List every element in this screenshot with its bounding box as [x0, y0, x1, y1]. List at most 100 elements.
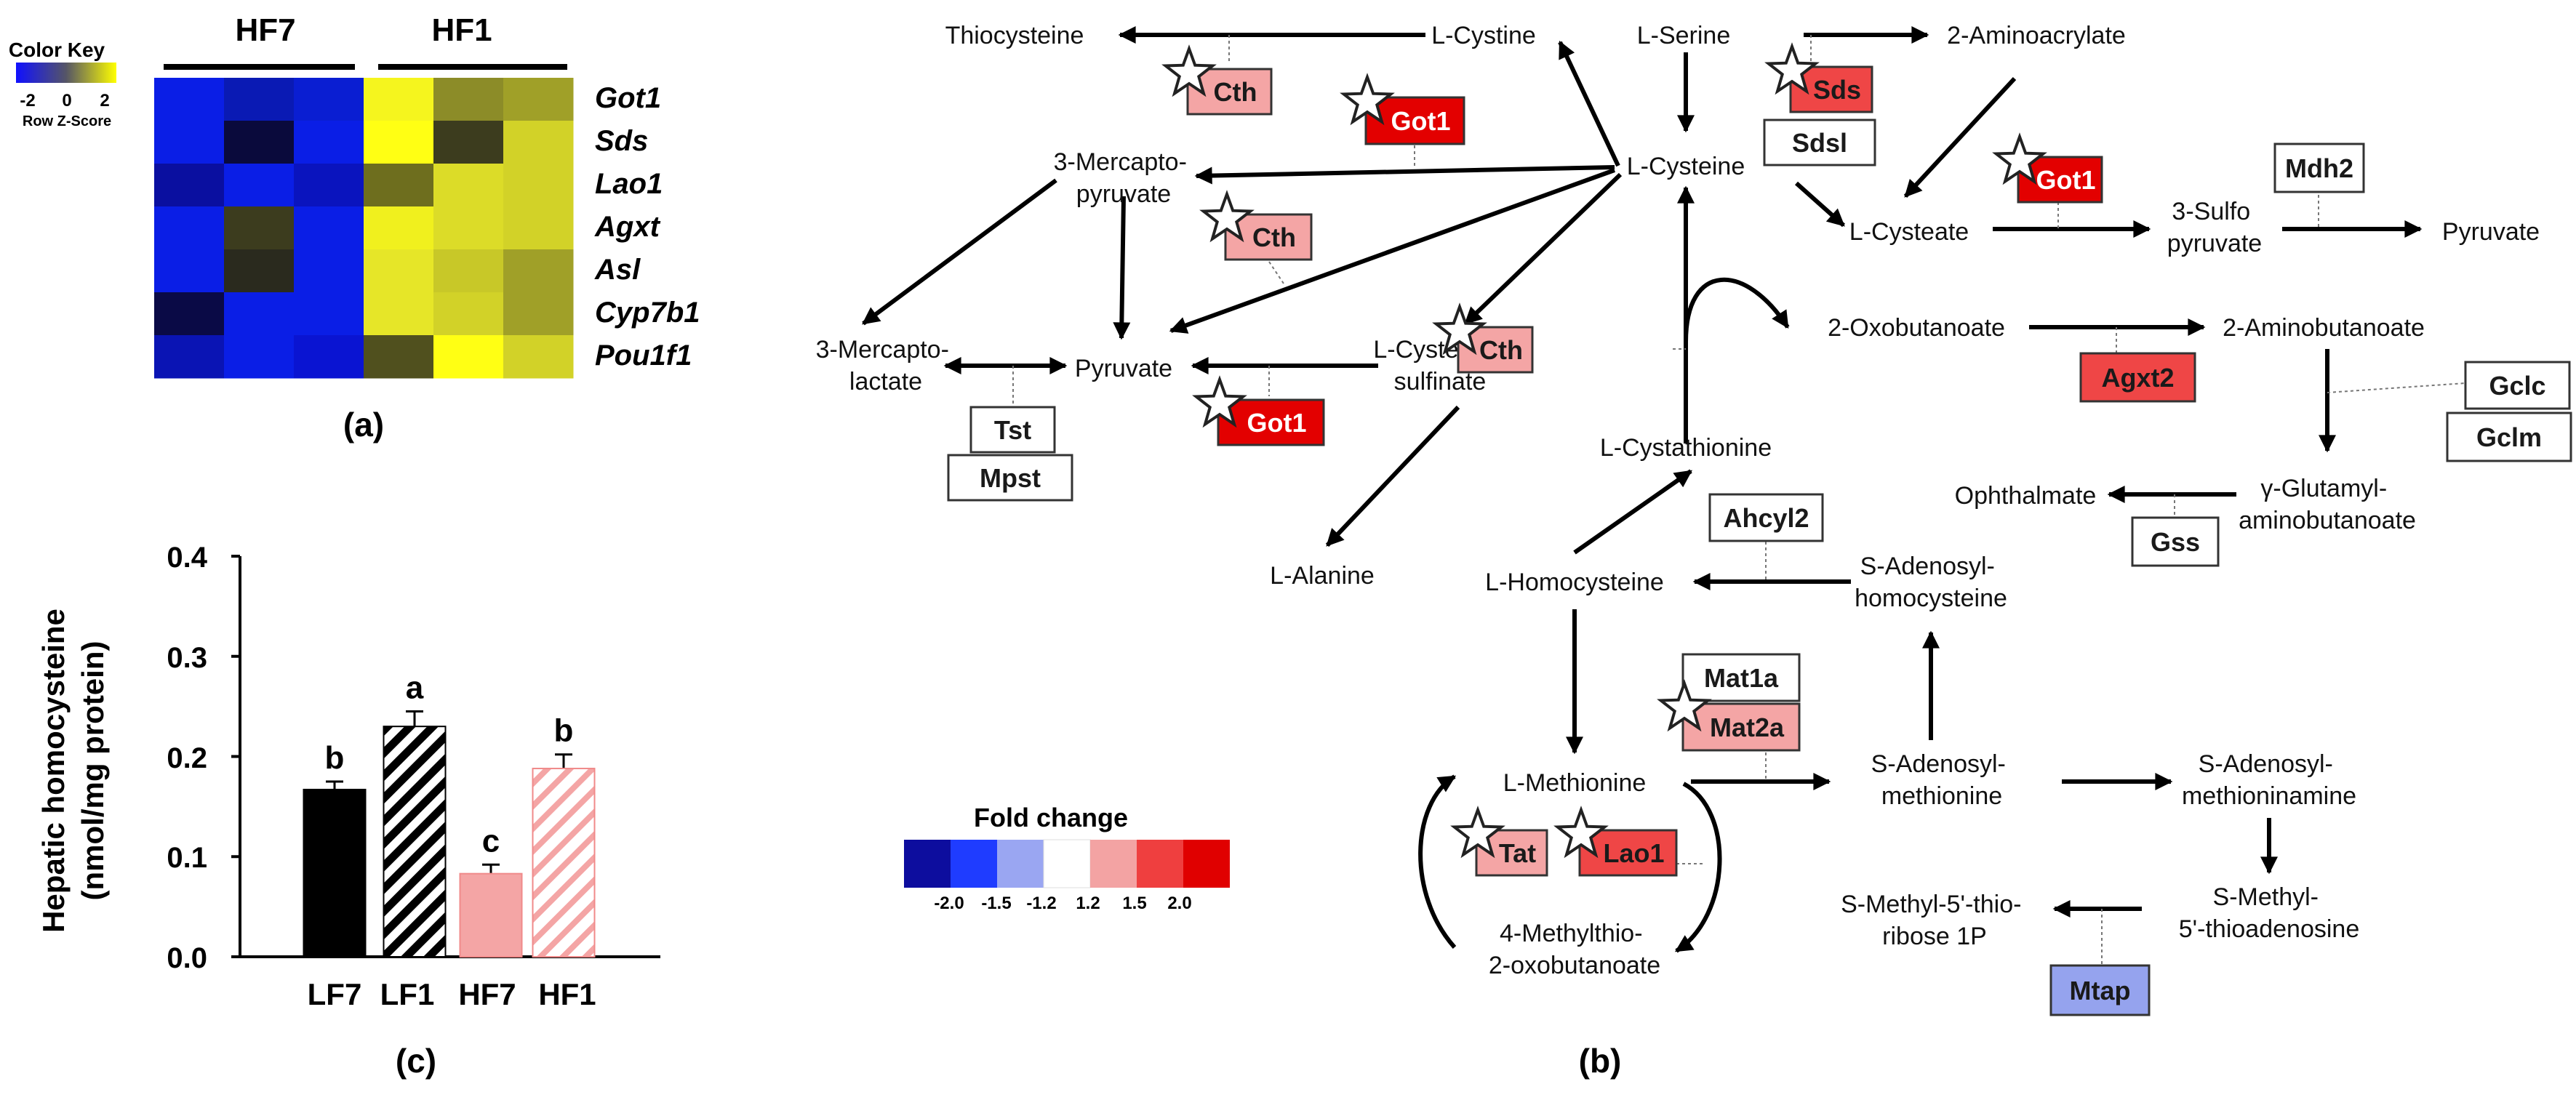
heatmap-cell	[433, 206, 504, 250]
y-axis-title-line2: (nmol/mg protein)	[76, 641, 110, 901]
arrow-cysteine-sulfinate	[1463, 172, 1623, 326]
enzyme-got1-label: Got1	[1391, 106, 1450, 136]
enzyme-got1: Got1	[1340, 73, 1465, 145]
enzyme-mat2a-box	[1681, 702, 1801, 752]
enzyme-sdsl: Sdsl	[1763, 119, 1876, 166]
metabolite-2-aminobutanoate: 2-Aminobutanoate	[2223, 314, 2425, 342]
heatmap-cell	[294, 292, 364, 336]
metabolite-l-cysteine: L-Cysteine	[1627, 153, 1745, 180]
metabolite-methylthio-oxobutanoate: 4-Methylthio- 2-oxobutanoate	[1489, 920, 1660, 979]
arrow-mercaptopyruvate-mercaptolactate	[862, 178, 1057, 326]
star-icon	[1992, 132, 2047, 185]
fold-change-swatch	[904, 840, 951, 888]
enzyme-gclm: Gclm	[2446, 412, 2572, 462]
star-icon	[1764, 42, 1820, 95]
metabolite-glutamyl-aminobutanoate: γ-Glutamyl- aminobutanoate	[2239, 475, 2416, 534]
enzyme-got1-label: Got1	[2036, 165, 2095, 195]
enzyme-mtap-box	[2049, 964, 2151, 1016]
enzyme-mpst-label: Mpst	[980, 463, 1041, 493]
enzyme-cth: Cth	[1161, 44, 1273, 116]
metabolite-pyruvate-left: Pyruvate	[1075, 355, 1172, 382]
fold-change-tick: 1.2	[1076, 894, 1100, 913]
enzyme-sdsl-box	[1763, 119, 1876, 166]
arrow-mercaptopyruvate-pyruvate	[1113, 196, 1131, 340]
panel-label-b: (b)	[1579, 1042, 1622, 1080]
heatmap-cell	[224, 164, 295, 207]
x-tick-label: HF7	[458, 977, 516, 1011]
fold-change-swatches	[904, 839, 1230, 888]
group-label-hf7: HF7	[235, 12, 295, 48]
enzyme-got1: Got1	[1992, 132, 2103, 204]
x-tick-label: HF1	[538, 977, 596, 1011]
heatmap-cell	[364, 78, 434, 121]
heatmap-cell	[364, 335, 434, 379]
arrow-sulfinate-alanine	[1325, 405, 1460, 547]
enzyme-sdsl-label: Sdsl	[1792, 128, 1847, 158]
enzyme-tst-label: Tst	[994, 415, 1031, 445]
enzyme-cth-label: Cth	[1214, 77, 1257, 107]
metabolite-2-aminoacrylate: 2-Aminoacrylate	[1947, 22, 2126, 49]
star-icon	[1657, 679, 1712, 732]
enzyme-gclc-label: Gclc	[2489, 371, 2545, 401]
gene-label: Cyp7b1	[595, 297, 700, 329]
heatmap-cell	[503, 292, 574, 336]
enzyme-mdh2-label: Mdh2	[2285, 153, 2353, 183]
heatmap-cell	[433, 292, 504, 336]
color-key-tick: -2	[20, 91, 35, 111]
star-icon	[1340, 73, 1395, 126]
fold-change-tick: -1.2	[1026, 894, 1056, 913]
heatmap-cell	[503, 164, 574, 207]
enzyme-got1-label: Got1	[1247, 408, 1306, 438]
color-key: Color Key -2 0 2 Row Z-Score	[9, 39, 116, 129]
metabolites: Thiocysteine L-Cystine L-Serine 2-Aminoa…	[816, 22, 2540, 979]
pathway-arrows	[862, 26, 2423, 953]
fold-change-swatch	[1090, 840, 1137, 888]
heatmap-cell	[433, 335, 504, 379]
enzyme-mat1a-label: Mat1a	[1704, 663, 1779, 693]
panel-c: Hepatic homocysteine (nmol/mg protein) 0…	[36, 542, 660, 1080]
heatmap-cell	[364, 164, 434, 207]
metabolite-l-alanine: L-Alanine	[1270, 562, 1375, 590]
heatmap-cell	[224, 121, 295, 164]
enzyme-gclm-label: Gclm	[2476, 422, 2542, 452]
heatmap-cell	[294, 78, 364, 121]
metabolite-l-cysteate: L-Cysteate	[1849, 218, 1969, 246]
arrow-homocysteine-cystathionine	[1573, 469, 1692, 555]
heatmap-cell	[224, 78, 295, 121]
heatmap-cell	[503, 78, 574, 121]
star-icon	[1192, 375, 1247, 428]
enzyme-gclc: Gclc	[2464, 361, 2571, 410]
y-tick-label: 0.1	[167, 842, 207, 874]
gene-label: Lao1	[595, 168, 663, 200]
heatmap-cell	[294, 206, 364, 250]
heatmap-cell	[224, 206, 295, 250]
enzyme-gclm-box	[2446, 412, 2572, 462]
heatmap-cell	[224, 335, 295, 379]
metabolite-l-serine: L-Serine	[1637, 22, 1731, 49]
significance-letter: b	[554, 713, 574, 749]
heatmap-cell	[224, 292, 295, 336]
metabolite-l-homocysteine: L-Homocysteine	[1485, 569, 1664, 596]
heatmap-cell	[294, 249, 364, 293]
gene-label: Asl	[594, 254, 641, 286]
heatmap-cell	[503, 249, 574, 293]
heatmap-cell	[154, 206, 225, 250]
enzyme-ahcyl2-box	[1708, 493, 1824, 542]
gene-label: Agxt	[594, 211, 661, 243]
enzyme-sds-label: Sds	[1813, 75, 1861, 105]
fold-change-legend: Fold change -2.0 -1.5 -1.2 1.2 1.5 2.0	[904, 803, 1230, 913]
significance-letters: b a c b	[325, 670, 574, 859]
enzyme-mdh2-box	[2273, 142, 2365, 193]
enzyme-gss-label: Gss	[2151, 527, 2200, 557]
enzyme-mpst-box	[947, 454, 1073, 502]
enzyme-cth: Cth	[1199, 190, 1313, 261]
enzyme-connectors	[1012, 35, 2466, 967]
fold-change-ticks: -2.0 -1.5 -1.2 1.2 1.5 2.0	[934, 894, 1191, 913]
panel-label-a: (a)	[343, 406, 384, 443]
enzyme-mpst: Mpst	[947, 454, 1073, 502]
bar-hf7	[459, 872, 523, 958]
enzyme-lao1-label: Lao1	[1603, 838, 1664, 868]
heatmap-cell	[503, 121, 574, 164]
heatmap-cell	[294, 121, 364, 164]
